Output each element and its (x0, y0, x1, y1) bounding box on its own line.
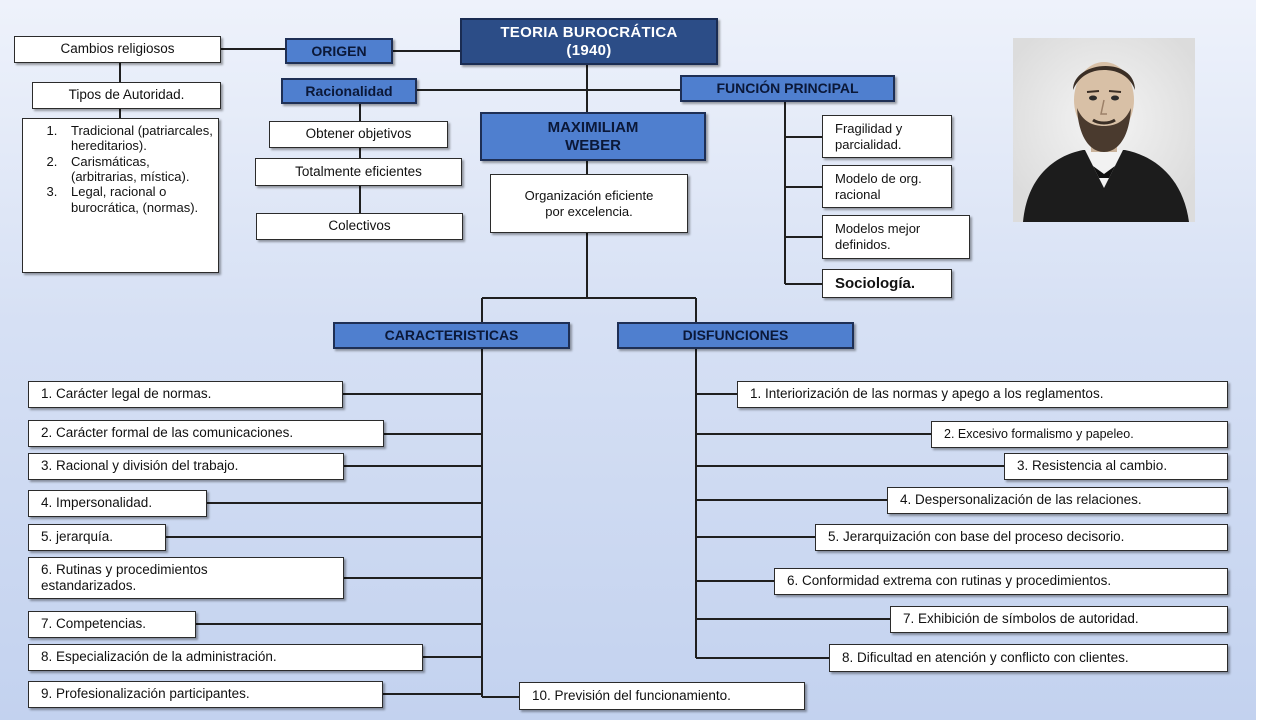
funcion-item: Modelos mejor definidos. (822, 215, 970, 259)
disfuncion-item: 4. Despersonalización de las relaciones. (887, 487, 1228, 514)
origen-node: ORIGEN (285, 38, 393, 64)
title-line2: (1940) (566, 41, 612, 59)
autoridad-item: Carismáticas, (arbitrarias, mística). (61, 154, 214, 185)
caracteristica-item: 5. jerarquía. (28, 524, 166, 551)
disfuncion-item: 5. Jerarquización con base del proceso d… (815, 524, 1228, 551)
caracteristica-item: 1. Carácter legal de normas. (28, 381, 343, 408)
origen-label: ORIGEN (311, 42, 367, 59)
disfuncion-item: 7. Exhibición de símbolos de autoridad. (890, 606, 1228, 633)
totalmente-eficientes-node: Totalmente eficientes (255, 158, 462, 186)
caracteristica-item: 7. Competencias. (28, 611, 196, 638)
tipos-autoridad-node: Tipos de Autoridad. (32, 82, 221, 109)
title-line1: TEORIA BUROCRÁTICA (500, 23, 678, 41)
autoridad-list-node: Tradicional (patriarcales, hereditarios)… (22, 118, 219, 273)
autoridad-list: Tradicional (patriarcales, hereditarios)… (23, 123, 214, 215)
disfuncion-item: 6. Conformidad extrema con rutinas y pro… (774, 568, 1228, 595)
author-node: MAXIMILIAM WEBER (480, 112, 706, 161)
disfuncion-item: 1. Interiorización de las normas y apego… (737, 381, 1228, 408)
caracteristica-item: 3. Racional y división del trabajo. (28, 453, 344, 480)
autoridad-item: Legal, racional o burocrática, (normas). (61, 184, 214, 215)
disfuncion-item: 2. Excesivo formalismo y papeleo. (931, 421, 1228, 448)
main-title: TEORIA BUROCRÁTICA (1940) (460, 18, 718, 65)
colectivos-node: Colectivos (256, 213, 463, 240)
disfunciones-node: DISFUNCIONES (617, 322, 854, 349)
caracteristica-item: 10. Previsión del funcionamiento. (519, 682, 805, 710)
disfuncion-item: 8. Dificultad en atención y conflicto co… (829, 644, 1228, 672)
disfuncion-item: 3. Resistencia al cambio. (1004, 453, 1228, 480)
portrait-image (1013, 38, 1195, 222)
funcion-item: Modelo de org. racional (822, 165, 952, 208)
caracteristica-item: 6. Rutinas y procedimientos estandarizad… (28, 557, 344, 599)
caracteristica-item: 8. Especialización de la administración. (28, 644, 423, 671)
caracteristica-item: 9. Profesionalización participantes. (28, 681, 383, 708)
organizacion-node: Organización eficiente por excelencia. (490, 174, 688, 233)
obtener-objetivos-node: Obtener objetivos (269, 121, 448, 148)
autoridad-item: Tradicional (patriarcales, hereditarios)… (61, 123, 214, 154)
funcion-item-sociologia: Sociología. (822, 269, 952, 298)
caracteristicas-node: CARACTERISTICAS (333, 322, 570, 349)
funcion-item: Fragilidad y parcialidad. (822, 115, 952, 158)
caracteristica-item: 2. Carácter formal de las comunicaciones… (28, 420, 384, 447)
racionalidad-node: Racionalidad (281, 78, 417, 104)
caracteristica-item: 4. Impersonalidad. (28, 490, 207, 517)
funcion-principal-node: FUNCIÓN PRINCIPAL (680, 75, 895, 102)
cambios-religiosos-node: Cambios religiosos (14, 36, 221, 63)
